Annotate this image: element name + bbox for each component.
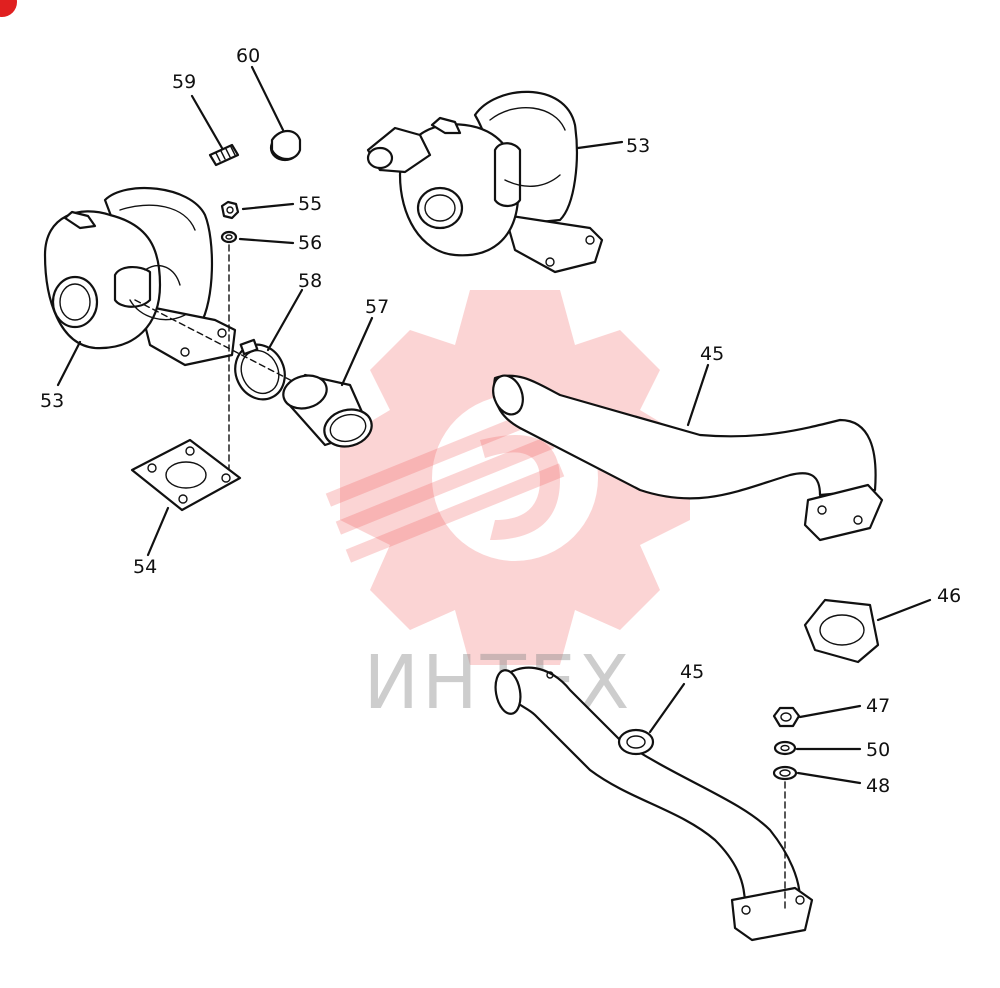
callout-48: 48 [866,775,890,797]
turbocharger-right [366,90,604,274]
callout-53-left: 53 [40,390,64,412]
washer-48 [772,765,798,781]
callout-53-right: 53 [626,135,650,157]
callout-46: 46 [937,585,961,607]
callout-58: 58 [298,270,322,292]
cap-60 [269,129,302,162]
gasket-54 [130,438,242,512]
washer-56 [220,230,238,244]
exhaust-pipe-45-lower [494,666,814,942]
callout-54: 54 [133,556,157,578]
callout-57: 57 [365,296,389,318]
leader-lines [56,65,932,785]
sleeve-57 [282,373,373,448]
callout-47: 47 [866,695,890,717]
callout-45-upper: 45 [700,343,724,365]
washer-50 [773,740,797,756]
nut-47 [772,706,801,728]
callout-45-lower: 45 [680,661,704,683]
gasket-46 [803,598,880,664]
callout-50: 50 [866,739,890,761]
turbocharger-left [43,186,237,367]
callout-59: 59 [172,71,196,93]
stud-59 [208,143,240,167]
callout-55: 55 [298,193,322,215]
corner-badge [0,0,17,17]
callout-60: 60 [236,45,260,67]
exhaust-pipe-45-upper [492,374,884,542]
callout-56: 56 [298,232,322,254]
watermark-logo: ИНТЕХ [325,290,690,726]
nut-55 [220,200,240,220]
hose-clamp-58 [234,338,286,401]
